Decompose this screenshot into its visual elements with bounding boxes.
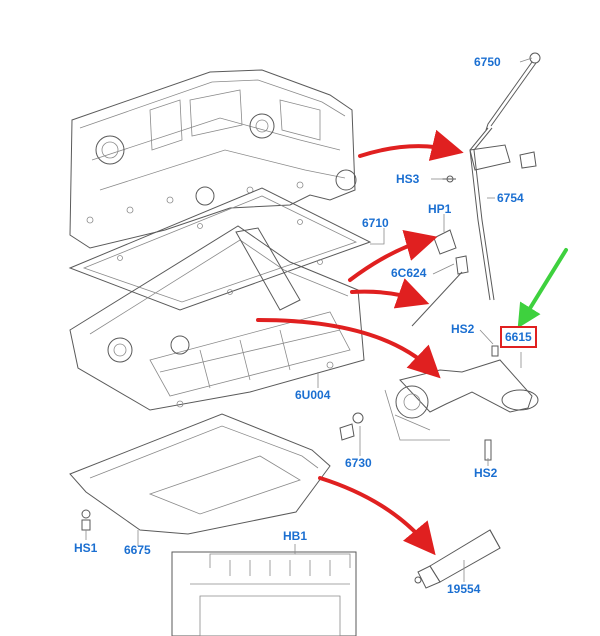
upper-oil-pan — [69, 225, 365, 411]
red-arrows — [256, 129, 464, 556]
label-6c624: 6C624 — [391, 266, 427, 280]
arrow-sensor — [350, 278, 430, 309]
label-6754: 6754 — [497, 191, 524, 205]
label-6615: 6615 — [500, 326, 537, 348]
label-hp1: HP1 — [428, 202, 452, 216]
label-6730: 6730 — [345, 456, 372, 470]
lower-oil-pan — [69, 413, 331, 535]
label-hs1: HS1 — [74, 541, 98, 555]
gasket — [68, 187, 372, 311]
label-hs3: HS3 — [396, 172, 420, 186]
bottom-detail — [171, 551, 357, 636]
plug-and-sensor — [411, 229, 469, 327]
label-hs2-lower: HS2 — [474, 466, 498, 480]
label-6710: 6710 — [362, 216, 389, 230]
arrow-pickup — [256, 318, 441, 379]
leader-lines — [85, 57, 533, 582]
label-hs2-upper: HS2 — [451, 322, 475, 336]
label-19554: 19554 — [447, 582, 481, 596]
arrow-green — [517, 248, 568, 329]
label-6u004: 6U004 — [295, 388, 331, 402]
oil-pickup-tube — [384, 359, 539, 441]
dipstick-and-tube — [442, 52, 541, 301]
label-hb1: HB1 — [283, 529, 308, 543]
bolts-hs2 — [484, 345, 499, 461]
label-6750: 6750 — [474, 55, 501, 69]
arrow-dipstick — [358, 129, 464, 161]
label-6675: 6675 — [124, 543, 151, 557]
drain-plug — [339, 412, 364, 441]
arrow-sealant — [318, 476, 436, 556]
engine-block — [69, 69, 357, 249]
arrow-plug — [348, 229, 438, 282]
sealant-tube — [414, 529, 501, 589]
